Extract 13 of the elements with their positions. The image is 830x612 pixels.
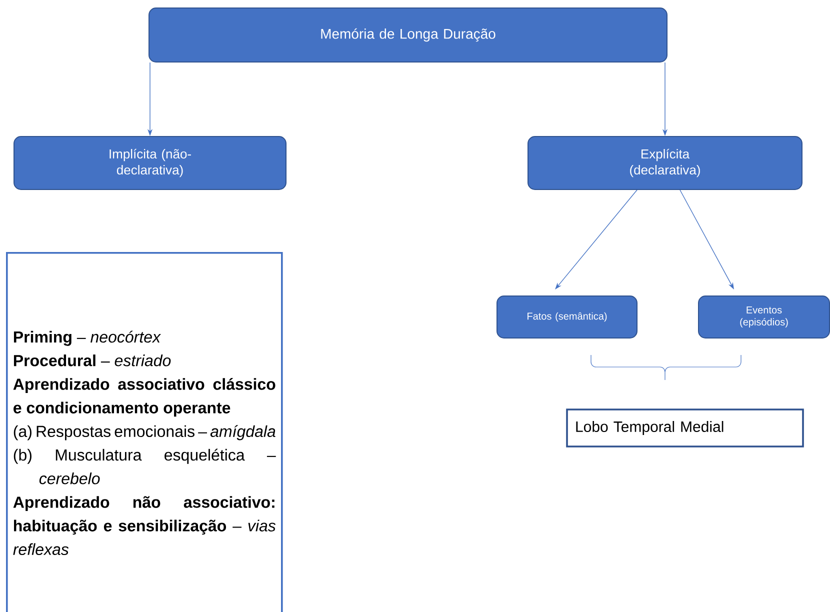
text-box [6, 252, 283, 612]
entry-text: (a) Respostas emocionais – amígdala [14, 425, 276, 440]
subcategory-box: Eventos (episódios) [698, 296, 830, 338]
entry-text: (b) Musculatura esquelética – cerebelo [14, 448, 276, 484]
entry-text: Procedural – estriado [14, 354, 171, 366]
entry-text: Priming – neocórtex [14, 330, 161, 346]
entry-text: Aprendizado não associativo: habituação e sensibilização – vias reflexas [13, 496, 276, 556]
subcategory-box: Fatos (semântica) [496, 296, 638, 338]
arrow [555, 190, 638, 290]
title-box: Memória de Longa Duração [148, 8, 668, 62]
category-box: Implícita (não-declarativa) [14, 136, 286, 190]
region-box: Lobo Temporal Medial [566, 408, 804, 448]
category-box: Explícita (declarativa) [528, 136, 802, 190]
